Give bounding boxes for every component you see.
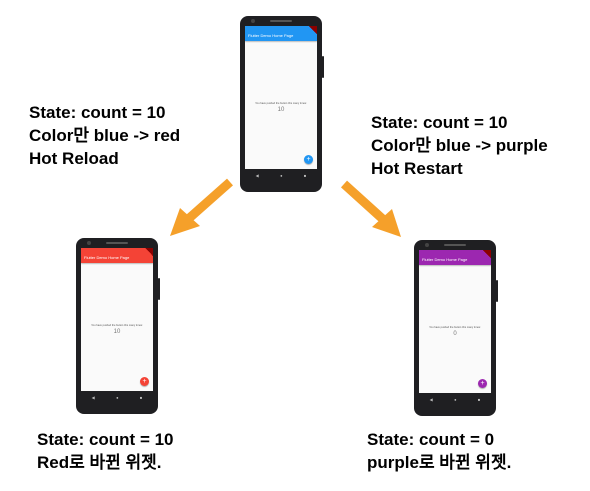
label-line: Hot Restart: [371, 159, 463, 178]
phone-left: Flutter Demo Home Page You have pushed t…: [76, 238, 160, 414]
arrow-right-head: [372, 209, 401, 237]
recents-icon[interactable]: ■: [303, 172, 307, 178]
debug-banner-icon: [483, 250, 491, 258]
home-icon[interactable]: ●: [454, 396, 457, 402]
counter-value: 10: [113, 329, 121, 335]
back-icon[interactable]: ◀: [255, 172, 259, 178]
hot-restart-label: State: count = 10 Color만 blue -> purple …: [371, 111, 548, 180]
app-bar-title: Flutter Demo Home Page: [81, 252, 153, 263]
red-result-label: State: count = 10 Red로 바뀐 위젯.: [37, 428, 174, 474]
home-icon[interactable]: ●: [280, 172, 283, 178]
camera-icon: [425, 243, 429, 247]
speaker: [444, 244, 466, 246]
nav-bar: ◀ ● ■: [419, 393, 491, 405]
increment-button[interactable]: +: [304, 155, 313, 164]
side-button: [158, 278, 160, 300]
recents-icon[interactable]: ■: [139, 394, 143, 400]
debug-banner-icon: [309, 26, 317, 34]
label-line: State: count = 10: [371, 113, 508, 132]
label-line: State: count = 10: [29, 103, 166, 122]
status-bar: [245, 26, 317, 30]
back-icon[interactable]: ◀: [429, 396, 433, 402]
label-line: Hot Reload: [29, 149, 119, 168]
recents-icon[interactable]: ■: [477, 396, 481, 402]
status-bar: [419, 250, 491, 254]
purple-result-label: State: count = 0 purple로 바뀐 위젯.: [367, 428, 511, 474]
status-bar: [81, 248, 153, 252]
phone-right: Flutter Demo Home Page You have pushed t…: [414, 240, 498, 416]
back-icon[interactable]: ◀: [91, 394, 95, 400]
app-bar-title: Flutter Demo Home Page: [245, 30, 317, 41]
label-line: State: count = 10: [37, 430, 174, 449]
counter-value: 10: [277, 107, 285, 113]
arrow-right-shaft: [340, 180, 390, 226]
phone-top: Flutter Demo Home Page You have pushed t…: [240, 16, 324, 192]
camera-icon: [87, 241, 91, 245]
speaker: [270, 20, 292, 22]
nav-bar: ◀ ● ■: [245, 169, 317, 181]
label-line: Red로 바뀐 위젯.: [37, 453, 162, 472]
screen: Flutter Demo Home Page You have pushed t…: [419, 250, 491, 393]
side-button: [496, 280, 498, 302]
label-line: State: count = 0: [367, 430, 495, 449]
home-icon[interactable]: ●: [116, 394, 119, 400]
label-line: Color만 blue -> red: [29, 126, 181, 145]
camera-icon: [251, 19, 255, 23]
body-text: You have pushed the button this many tim…: [429, 326, 481, 329]
screen: Flutter Demo Home Page You have pushed t…: [81, 248, 153, 391]
screen: Flutter Demo Home Page You have pushed t…: [245, 26, 317, 169]
counter-value: 0: [453, 331, 457, 337]
speaker: [106, 242, 128, 244]
body-text: You have pushed the button this many tim…: [91, 324, 143, 327]
hot-reload-label: State: count = 10 Color만 blue -> red Hot…: [29, 101, 180, 170]
label-line: purple로 바뀐 위젯.: [367, 453, 512, 472]
debug-banner-icon: [145, 248, 153, 256]
label-line: Color만 blue -> purple: [371, 136, 548, 155]
arrow-left-head: [170, 208, 200, 236]
side-button: [322, 56, 324, 78]
body-text: You have pushed the button this many tim…: [255, 102, 307, 105]
arrow-left-shaft: [183, 178, 233, 225]
increment-button[interactable]: +: [478, 379, 487, 388]
app-bar-title: Flutter Demo Home Page: [419, 254, 491, 265]
nav-bar: ◀ ● ■: [81, 391, 153, 403]
increment-button[interactable]: +: [140, 377, 149, 386]
